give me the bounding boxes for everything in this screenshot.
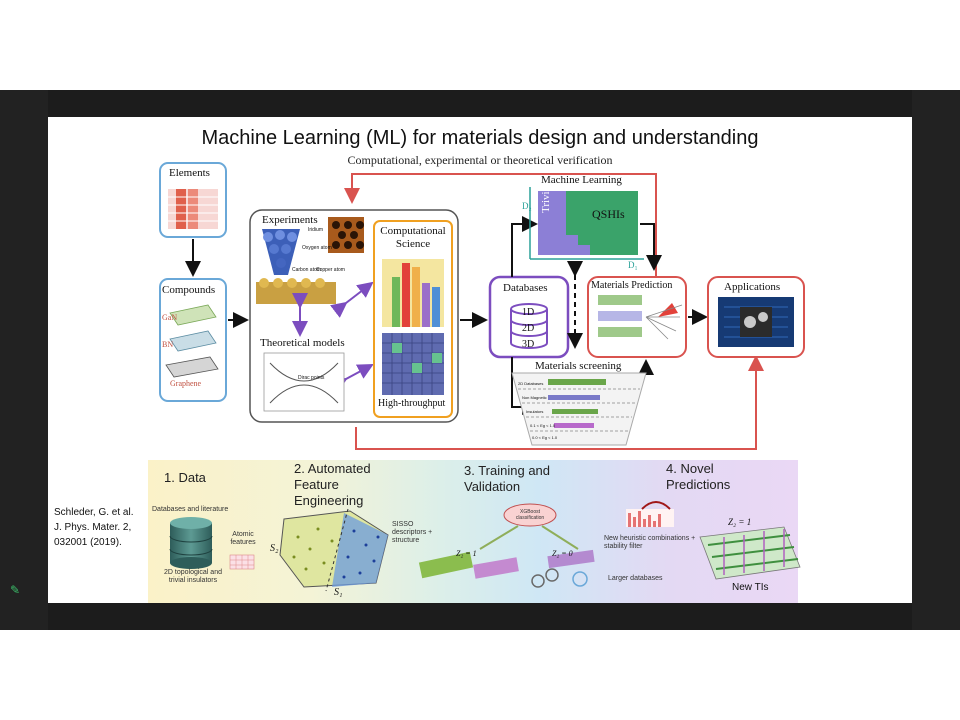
copper-label: Copper atom — [316, 267, 345, 273]
machine-learning-label: Machine Learning — [541, 174, 622, 186]
heuristic-label: New heuristic combinations + stability f… — [604, 535, 696, 550]
z2-zero-label: Z₂ = 0 — [552, 549, 573, 558]
z2-one-label: Z₂ = 1 — [456, 549, 477, 558]
db-3d-label: 3D — [522, 339, 535, 350]
step-1-caption: 2D topological and trivial insulators — [164, 569, 222, 584]
compound-bn-label: BN — [162, 340, 174, 349]
computational-science-label-1: Computational — [380, 225, 446, 237]
axis-d1-label: D₁ — [628, 260, 638, 270]
left-margin — [0, 90, 48, 630]
axis-d2-label: D₂ — [522, 201, 532, 211]
step-2-feature-engineering: 2. Automated Feature Engineering — [294, 461, 371, 508]
step-4-predictions: 4. Novel Predictions — [666, 461, 731, 492]
citation-line-1: Schleder, G. et al. — [54, 507, 134, 518]
slide-title: Machine Learning (ML) for materials desi… — [201, 127, 759, 149]
experiments-label: Experiments — [262, 214, 318, 226]
honeycomb-lattice-image — [328, 217, 364, 253]
applications-label: Applications — [724, 281, 781, 293]
band-structure-plot — [263, 352, 345, 412]
screen-level-4: 0.1 < Eg < 1.0 — [530, 423, 556, 428]
compounds-label: Compounds — [162, 284, 216, 296]
materials-prediction-label: Materials Prediction — [591, 280, 673, 291]
slide: Machine Learning (ML) for materials desi… — [48, 117, 912, 603]
right-margin — [912, 90, 960, 630]
db-2d-label: 2D — [522, 323, 535, 334]
step-3-training: 3. Training and Validation — [464, 463, 551, 494]
ml-classification-plot — [529, 187, 644, 260]
citation: Schleder, G. et al. J. Phys. Mater. 2, 0… — [54, 505, 134, 550]
materials-screening-label: Materials screening — [535, 360, 622, 372]
atomic-features-label: Atomic features — [230, 531, 256, 546]
theoretical-models-label: Theoretical models — [260, 337, 345, 349]
axis-s2-label: S₂ — [270, 543, 279, 554]
carbon-label: Carbon atom — [292, 267, 321, 273]
qshis-region-label: QSHIs — [592, 207, 625, 221]
citation-line-3: 032001 (2019). — [54, 537, 122, 548]
prediction-structures-image — [598, 295, 683, 340]
axis-s1-label: S₁ — [334, 587, 343, 598]
compound-gan-label: GaN — [162, 313, 178, 322]
iridium-label: Iridium — [308, 227, 324, 233]
screen-level-2: Non Magnetic — [522, 395, 547, 400]
screen-level-5: 0.0 < Eg < 1.0 — [532, 435, 558, 440]
periodic-table-colored — [382, 259, 444, 327]
db-1d-label: 1D — [522, 307, 535, 318]
screening-funnel — [511, 372, 647, 446]
periodic-table-thumbnail — [168, 189, 218, 229]
xgboost-label: XGBoost classification — [515, 509, 545, 521]
new-tis-label: New TIs — [732, 582, 769, 593]
verification-feedback-arrow — [344, 173, 657, 282]
larger-databases-label: Larger databases — [608, 575, 663, 582]
dirac-points-label: Dirac points — [298, 375, 325, 381]
applications-feedback-arrow — [355, 355, 764, 450]
layered-compounds-illustration — [165, 304, 219, 378]
trivial-region-label: Trivial — [540, 183, 552, 213]
workflow-diagram — [159, 162, 805, 588]
databases-label: Databases — [503, 282, 548, 294]
slide-subtitle: Computational, experimental or theoretic… — [347, 153, 613, 167]
screen-level-1: 2D Databases — [518, 381, 544, 386]
screen-level-3: Insulators — [526, 409, 544, 414]
ml-pipeline-band — [148, 460, 798, 603]
descriptor-heatmap — [382, 333, 444, 395]
high-throughput-label: High-throughput — [378, 398, 446, 409]
pen-tool-icon[interactable]: ✎ — [10, 583, 21, 597]
elements-label: Elements — [169, 167, 210, 179]
computational-science-label-2: Science — [395, 238, 431, 250]
sisso-label: SISSO descriptors + structure — [392, 521, 433, 544]
database-stack-icon — [510, 303, 548, 349]
compound-graphene-label: Graphene — [170, 379, 202, 388]
z2-new-label: Z₂ = 1 — [728, 517, 752, 527]
chip-illustration — [718, 297, 794, 347]
oxygen-label: Oxygen atom — [302, 245, 332, 251]
citation-line-2: J. Phys. Mater. 2, — [54, 522, 132, 533]
step-1-data: 1. Data — [164, 470, 206, 485]
step-1-source: Databases and literature — [152, 506, 229, 513]
